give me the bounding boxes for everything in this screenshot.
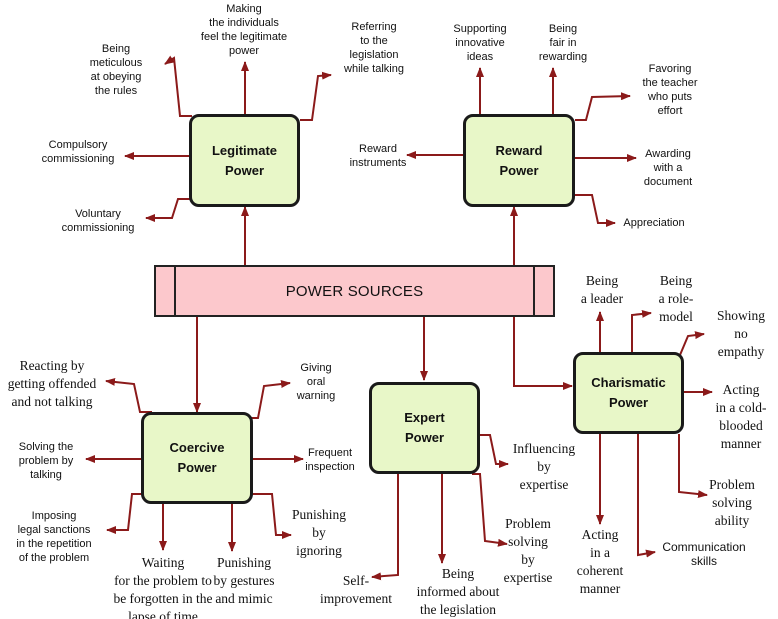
label-reacting-offended: Reacting by getting offended and not tal… bbox=[7, 358, 97, 409]
arrow-role bbox=[631, 309, 652, 352]
charismatic-power-label: Charismatic Power bbox=[591, 375, 666, 410]
arrow-self bbox=[371, 474, 399, 581]
label-oral-warning: Giving oral warning bbox=[296, 362, 336, 402]
label-problem-solving-ability: Problem solving ability bbox=[709, 477, 755, 528]
arrow-influencing bbox=[480, 434, 509, 468]
arrow-sanctions bbox=[106, 493, 142, 534]
charismatic-power-node: Charismatic Power bbox=[573, 352, 684, 434]
power-sources-bar: POWER SOURCES bbox=[154, 265, 555, 317]
label-voluntary: Voluntary commissioning bbox=[61, 208, 135, 234]
label-favoring: Favoring the teacher who puts effort bbox=[642, 63, 698, 117]
arrow-ignoring bbox=[252, 493, 292, 539]
label-frequent-inspection: Frequent inspection bbox=[305, 447, 355, 473]
label-supporting: Supporting innovative ideas bbox=[453, 23, 507, 63]
label-punishing-ignoring: Punishing by ignoring bbox=[291, 507, 346, 558]
power-sources-title: POWER SOURCES bbox=[285, 282, 424, 300]
label-appreciation: Appreciation bbox=[623, 217, 685, 229]
arrow-problem-ability bbox=[678, 434, 708, 499]
arrow-communication bbox=[637, 434, 656, 558]
arrow-offended bbox=[105, 377, 152, 413]
label-problem-solving-expertise: Problem solving by expertise bbox=[503, 516, 553, 585]
reward-power-label: Reward Power bbox=[495, 142, 543, 178]
arrow-meticulous bbox=[164, 55, 192, 117]
legitimate-power-node: Legitimate Power bbox=[189, 114, 300, 207]
expert-power-node: Expert Power bbox=[369, 382, 480, 474]
coercive-power-label: Coercive Power bbox=[169, 440, 225, 475]
label-self-improvement: Self- improvement bbox=[320, 573, 392, 606]
arrow-appreciation bbox=[575, 194, 616, 227]
label-waiting-forgotten: Waiting for the problem to be forgotten … bbox=[113, 555, 213, 619]
arrow-voluntary bbox=[145, 198, 190, 222]
label-fair: Being fair in rewarding bbox=[538, 23, 588, 63]
coercive-power-node: Coercive Power bbox=[141, 412, 253, 504]
label-informed-legislation: Being informed about the legislation bbox=[416, 566, 500, 617]
label-legal-sanctions: Imposing legal sanctions in the repetiti… bbox=[16, 510, 92, 564]
label-reward-instruments: Reward instruments bbox=[349, 143, 407, 169]
label-awarding-document: Awarding with a document bbox=[643, 148, 693, 188]
label-influencing-expertise: Influencing by expertise bbox=[512, 441, 576, 492]
expert-power-label: Expert Power bbox=[404, 410, 445, 445]
arrow-problem-expertise bbox=[472, 473, 508, 547]
label-role-model: Being a role- model bbox=[658, 273, 694, 324]
arrow-warning bbox=[250, 380, 291, 419]
label-coherent-manner: Acting in a coherent manner bbox=[576, 527, 624, 596]
label-cold-blooded: Acting in a cold- blooded manner bbox=[715, 382, 767, 451]
label-solving-talking: Solving the problem by talking bbox=[18, 441, 74, 481]
legitimate-power-label: Legitimate Power bbox=[211, 142, 277, 178]
label-meticulous: Being meticulous at obeying the rules bbox=[89, 43, 143, 97]
label-compulsory: Compulsory commissioning bbox=[41, 139, 115, 165]
reward-power-node: Reward Power bbox=[463, 114, 575, 207]
label-referring: Referring to the legislation while talki… bbox=[344, 21, 404, 75]
label-communication-skills: Communication skills bbox=[662, 540, 746, 568]
arrow-referring bbox=[300, 71, 332, 121]
label-showing-empathy: Showing no empathy bbox=[716, 308, 765, 359]
arrow-to-charismatic bbox=[513, 317, 573, 390]
label-punishing-gestures: Punishing by gestures and mimic bbox=[213, 555, 275, 606]
label-feel-legitimate: Making the individuals feel the legitima… bbox=[200, 3, 288, 57]
arrow-favoring bbox=[575, 92, 631, 121]
label-being-leader: Being a leader bbox=[580, 273, 624, 306]
